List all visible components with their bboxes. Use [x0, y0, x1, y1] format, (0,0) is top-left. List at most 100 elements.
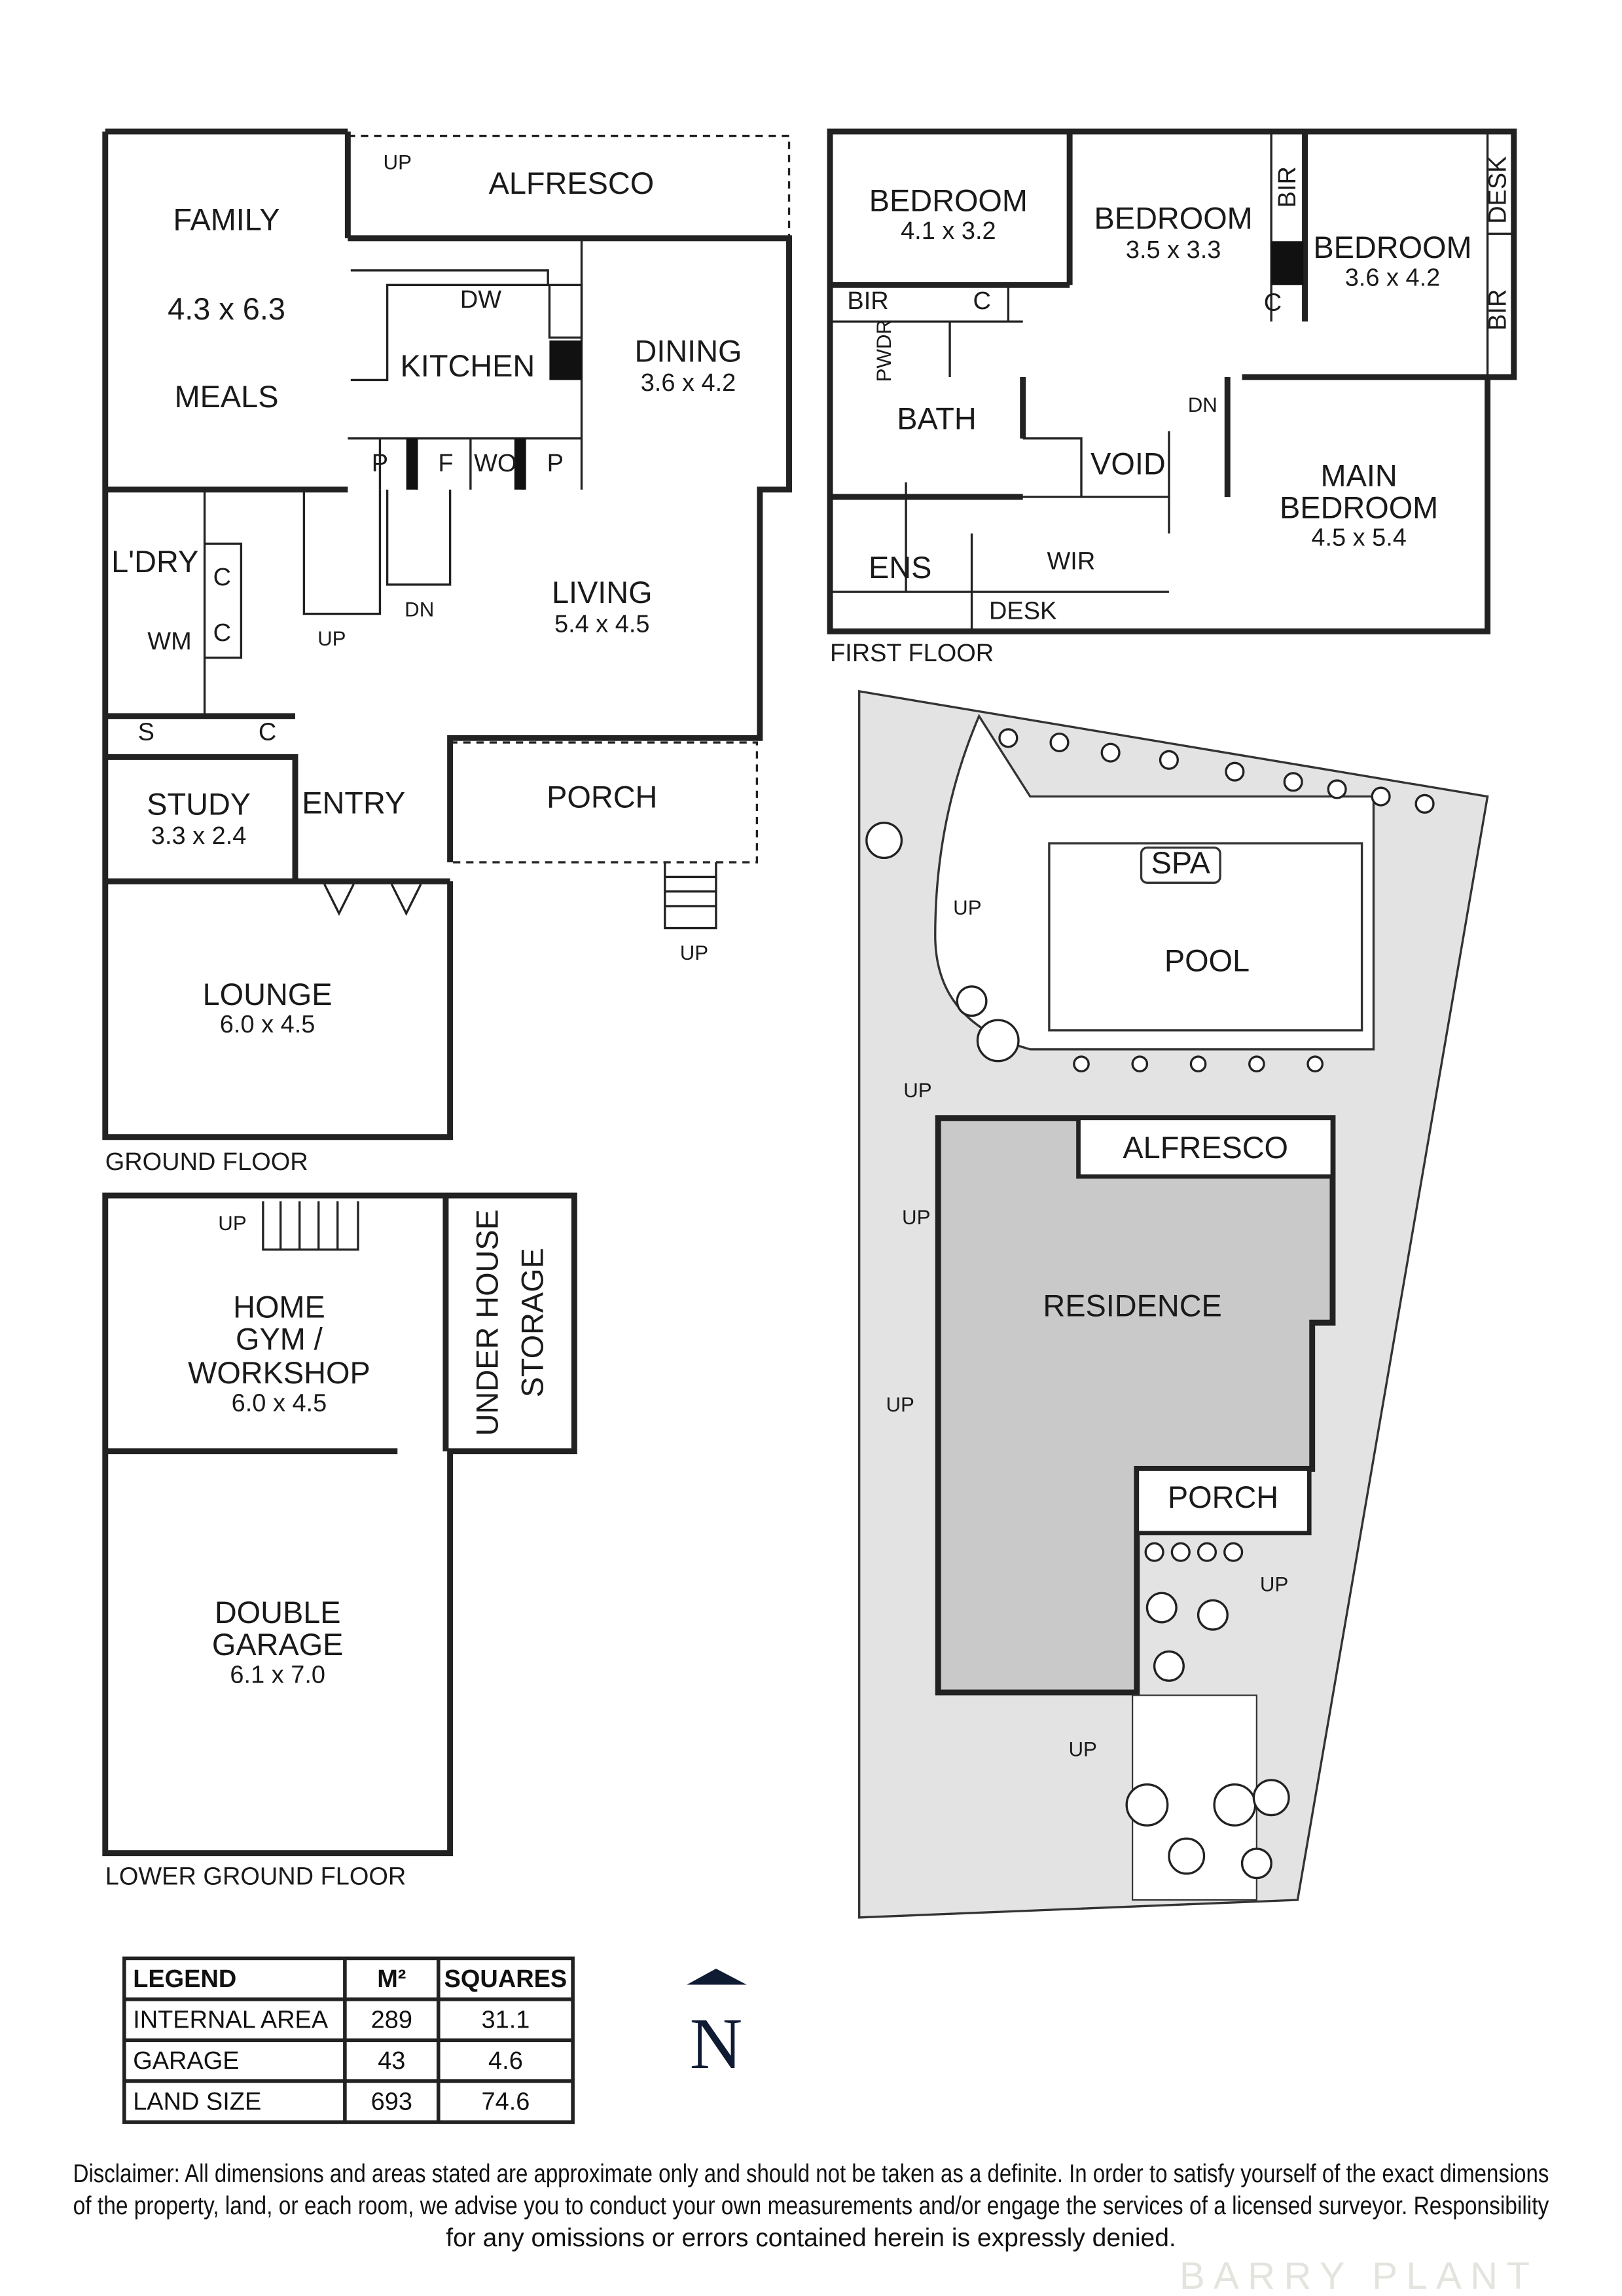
stairs-down-label: DN — [1188, 393, 1217, 416]
room-garage-line1: DOUBLE — [215, 1595, 341, 1630]
stairs-up-label: UP — [218, 1212, 246, 1235]
main-bedroom-dims: 4.5 x 5.4 — [1311, 524, 1407, 552]
room-bedroom: BEDROOM — [1313, 230, 1471, 264]
room-gym-line3: WORKSHOP — [188, 1356, 370, 1390]
watermark: BARRY PLANT — [1180, 2255, 1538, 2296]
pantry-label: P — [372, 450, 388, 477]
trees — [865, 728, 1435, 1880]
family-dims: 4.3 x 6.3 — [168, 292, 285, 326]
stairs-up-label: UP — [317, 627, 346, 650]
wo-label: WO — [474, 450, 516, 477]
pantry-label: P — [547, 450, 564, 477]
legend-cell: 693 — [371, 2088, 412, 2115]
site-up-label: UP — [903, 1079, 931, 1102]
desk-label: DESK — [1484, 156, 1511, 224]
bedroom-dims: 3.5 x 3.3 — [1126, 236, 1221, 264]
fridge-label: F — [438, 450, 453, 477]
room-main-bedroom-line1: MAIN — [1321, 458, 1397, 492]
study-dims: 3.3 x 2.4 — [151, 822, 247, 850]
floor-title: GROUND FLOOR — [105, 1148, 308, 1176]
site-spa: SPA — [1151, 846, 1211, 880]
disclaimer-line: of the property, land, or each room, we … — [73, 2192, 1549, 2220]
floor-title: LOWER GROUND FLOOR — [105, 1863, 406, 1891]
legend-table: LEGEND M² SQUARES INTERNAL AREA 289 31.1… — [122, 1956, 575, 2124]
room-laundry: L'DRY — [111, 545, 198, 579]
desk-label: DESK — [989, 597, 1056, 625]
room-bath: BATH — [897, 401, 977, 435]
site-plan: SPA POOL ALFRESCO RESIDENCE PORCH UP UP … — [857, 689, 1489, 1919]
room-void: VOID — [1090, 446, 1166, 481]
disclaimer-line: for any omissions or errors contained he… — [446, 2224, 1176, 2252]
site-up-label: UP — [953, 896, 981, 919]
room-bedroom: BEDROOM — [869, 184, 1028, 218]
legend-header: LEGEND — [133, 1965, 236, 1993]
legend-cell: LAND SIZE — [133, 2088, 261, 2115]
room-gym-line1: HOME — [233, 1290, 325, 1324]
alfresco-up-label: UP — [384, 151, 412, 173]
porch-up-label: UP — [680, 941, 708, 964]
north-label: N — [690, 2004, 743, 2085]
dishwasher-label: DW — [460, 286, 501, 314]
room-storage-line1: UNDER HOUSE — [470, 1209, 504, 1436]
cupboard-label: C — [259, 719, 276, 746]
site-residence: RESIDENCE — [1043, 1288, 1221, 1322]
room-bedroom: BEDROOM — [1094, 201, 1253, 235]
site-up-label: UP — [886, 1393, 914, 1416]
bir-label: BIR — [1484, 289, 1511, 331]
first-floor-plan: BEDROOM 4.1 x 3.2 BEDROOM 3.5 x 3.3 BEDR… — [827, 128, 1517, 667]
legend-header: SQUARES — [444, 1965, 568, 1993]
bedroom-dims: 3.6 x 4.2 — [1345, 264, 1441, 291]
room-storage-line2: STORAGE — [515, 1248, 549, 1397]
room-garage-line2: GARAGE — [212, 1628, 344, 1662]
room-main-bedroom-line2: BEDROOM — [1280, 490, 1438, 524]
legend-header: M² — [377, 1965, 406, 1993]
storage-label: S — [138, 719, 154, 746]
room-wir: WIR — [1047, 547, 1095, 575]
gym-dims: 6.0 x 4.5 — [232, 1389, 327, 1417]
north-arrow-icon — [687, 1968, 747, 1985]
living-dims: 5.4 x 4.5 — [554, 610, 650, 638]
site-up-label: UP — [902, 1206, 930, 1229]
room-dining: DINING — [634, 335, 742, 369]
room-porch: PORCH — [547, 780, 657, 814]
cupboard-label: C — [213, 619, 231, 647]
room-ensuite: ENS — [869, 551, 931, 585]
room-gym-line2: GYM / — [236, 1322, 323, 1357]
room-kitchen: KITCHEN — [401, 349, 535, 383]
room-alfresco: ALFRESCO — [489, 166, 655, 200]
site-alfresco: ALFRESCO — [1123, 1131, 1288, 1165]
site-porch: PORCH — [1168, 1480, 1278, 1514]
stairs-down-label: DN — [405, 598, 434, 621]
garage-dims: 6.1 x 7.0 — [230, 1662, 325, 1689]
cupboard-label: C — [973, 287, 990, 315]
room-living: LIVING — [552, 575, 653, 610]
north-arrow: N — [687, 1968, 747, 2085]
room-meals: MEALS — [175, 380, 279, 414]
site-pool: POOL — [1164, 943, 1250, 977]
cupboard-label: C — [213, 564, 231, 591]
ground-floor-plan: FAMILY 4.3 x 6.3 MEALS ALFRESCO UP KITCH… — [102, 128, 792, 1176]
legend-cell: 31.1 — [482, 2006, 530, 2033]
room-family: FAMILY — [173, 203, 279, 237]
bedroom-dims: 4.1 x 3.2 — [901, 217, 996, 245]
cupboard-label: C — [1264, 289, 1282, 316]
dining-dims: 3.6 x 4.2 — [641, 369, 736, 397]
lounge-dims: 6.0 x 4.5 — [220, 1011, 315, 1038]
legend-cell: 289 — [371, 2006, 412, 2033]
floor-title: FIRST FLOOR — [830, 640, 994, 667]
room-entry: ENTRY — [302, 786, 405, 820]
lower-ground-floor-plan: UP HOME GYM / WORKSHOP 6.0 x 4.5 UNDER H… — [102, 1192, 577, 1891]
bir-label: BIR — [1274, 166, 1301, 208]
legend-cell: INTERNAL AREA — [133, 2006, 329, 2033]
site-up-label: UP — [1260, 1573, 1288, 1595]
legend-cell: 4.6 — [488, 2047, 523, 2075]
powder-room-label: PWDR — [873, 319, 895, 382]
legend-cell: 43 — [378, 2047, 405, 2075]
site-up-label: UP — [1069, 1738, 1097, 1761]
washing-machine-label: WM — [147, 628, 191, 655]
bir-label: BIR — [847, 287, 888, 315]
room-lounge: LOUNGE — [203, 977, 333, 1011]
room-study: STUDY — [147, 788, 251, 822]
disclaimer-line: Disclaimer: All dimensions and areas sta… — [73, 2160, 1549, 2188]
